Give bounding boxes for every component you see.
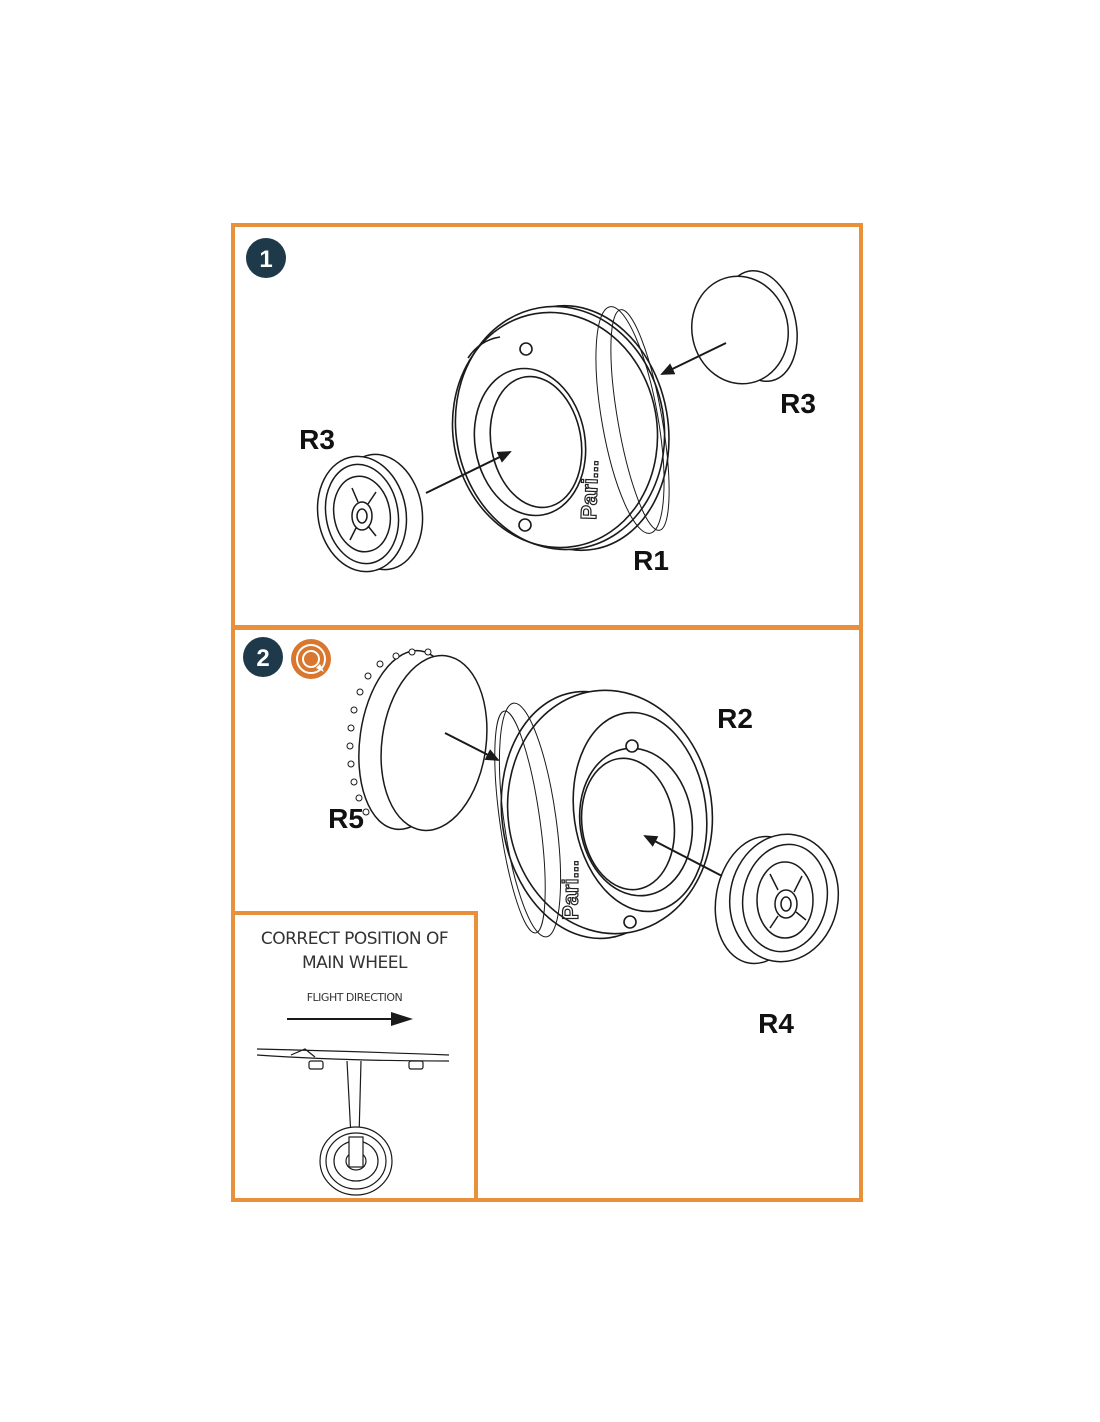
arrow-r4-into-r2 xyxy=(643,835,723,877)
arrow-r3-to-r1 xyxy=(660,342,727,375)
inset-title-line2: MAIN WHEEL xyxy=(302,953,407,973)
inset-illustration xyxy=(256,1012,450,1196)
inset-title: CORRECT POSITION OF MAIN WHEEL xyxy=(235,927,474,975)
label-r1: R1 xyxy=(633,545,669,576)
flight-direction-arrowhead xyxy=(391,1012,413,1026)
tire-r2: Pari... xyxy=(494,689,714,940)
step-1-badge: 1 xyxy=(246,238,286,278)
label-r4: R4 xyxy=(758,1008,794,1039)
hub-cap-r5 xyxy=(346,648,488,832)
step-2-badge: 2 xyxy=(243,637,283,677)
inset-correct-position: CORRECT POSITION OF MAIN WHEEL FLIGHT DI… xyxy=(231,911,478,1202)
step-2-number: 2 xyxy=(256,645,269,672)
flight-direction-label: FLIGHT DIRECTION xyxy=(306,991,403,1004)
hub-r3-right xyxy=(690,269,798,385)
label-r3-right: R3 xyxy=(780,388,816,419)
inset-title-line1: CORRECT POSITION OF xyxy=(260,929,449,949)
arrow-r3-into-r1 xyxy=(425,451,512,494)
tire-r1: Pari... xyxy=(451,304,670,552)
arrow-r5-to-r2 xyxy=(444,732,500,761)
rotate-cement-icon xyxy=(291,639,331,679)
tire-r2-brand: Pari... xyxy=(558,860,583,920)
step-1-number: 1 xyxy=(259,246,272,273)
label-r5: R5 xyxy=(328,803,364,834)
hub-r3-left xyxy=(316,453,424,573)
tire-r1-brand: Pari... xyxy=(576,459,603,520)
label-r3-left: R3 xyxy=(299,424,335,455)
landing-gear-drawing xyxy=(256,1048,450,1196)
hub-r4 xyxy=(714,833,840,965)
label-r2: R2 xyxy=(717,703,753,734)
